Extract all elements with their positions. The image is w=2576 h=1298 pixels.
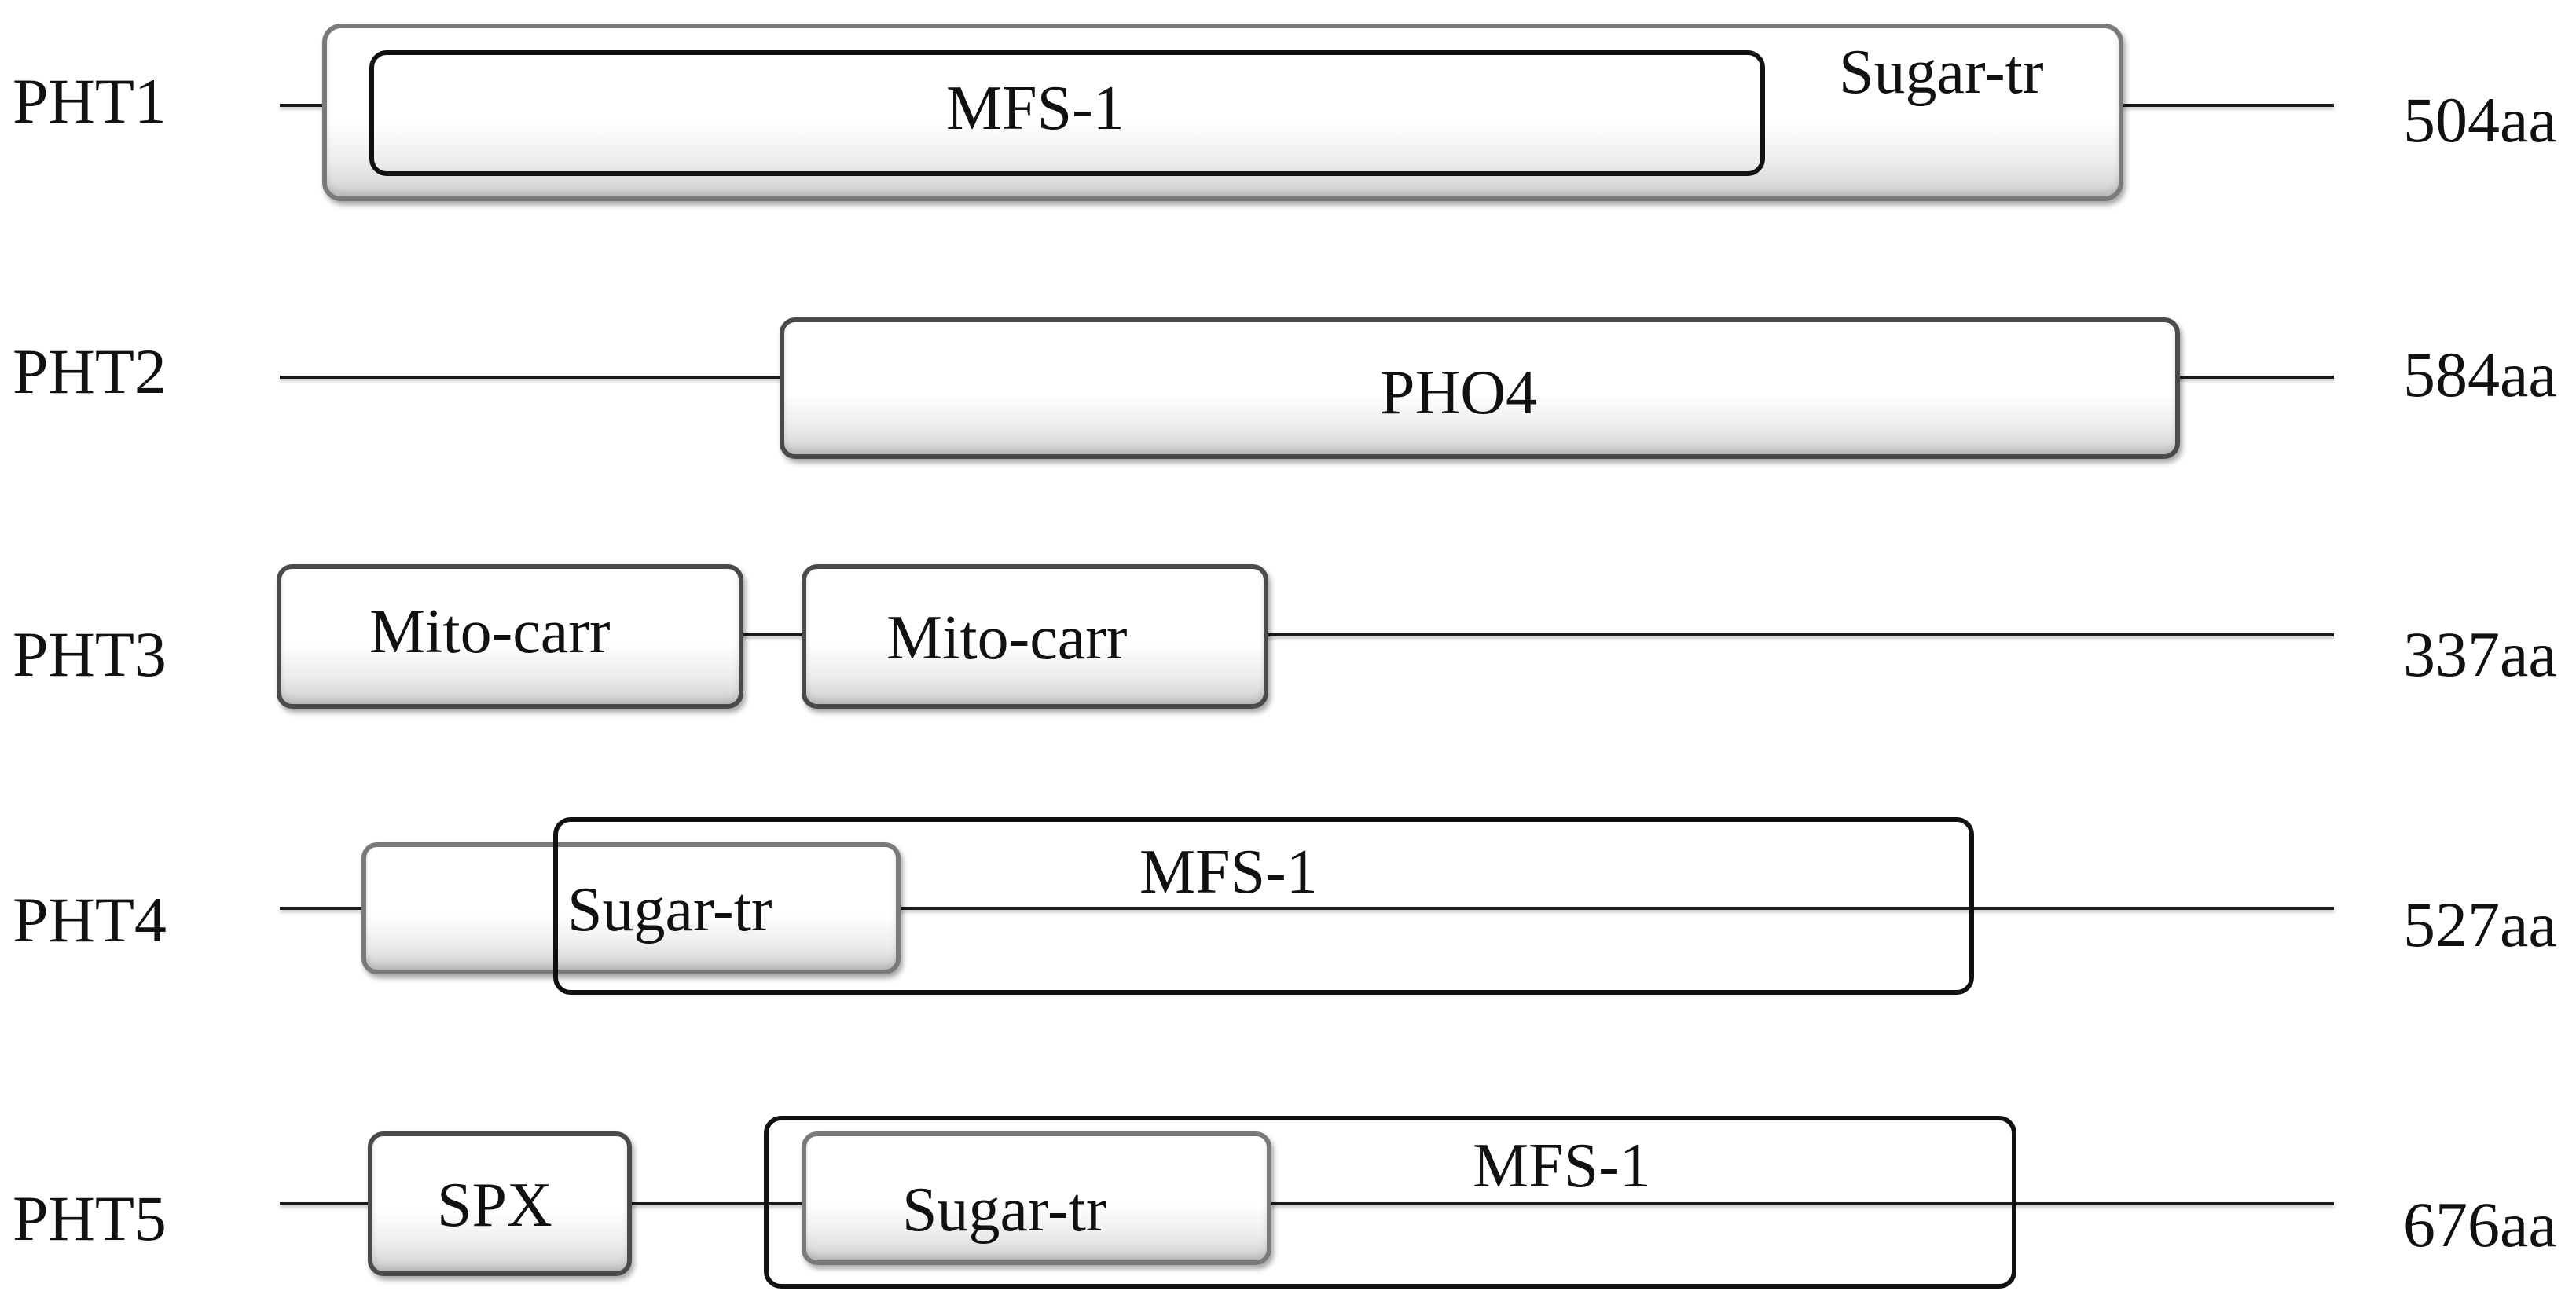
domain-mfs-1 bbox=[369, 50, 1765, 176]
domain-label-pho4: PHO4 bbox=[1380, 358, 1538, 427]
domain-sugar-tr bbox=[802, 1131, 1271, 1265]
domain-mito-carr bbox=[277, 564, 743, 709]
domain-label-sugar-tr: Sugar-tr bbox=[902, 1175, 1107, 1245]
domain-mito-carr bbox=[802, 564, 1268, 709]
domain-label-sugar-tr: Sugar-tr bbox=[567, 875, 772, 944]
domain-label-sugar-tr: Sugar-tr bbox=[1839, 38, 2044, 107]
protein-length: 584aa bbox=[2403, 339, 2557, 410]
domain-spx bbox=[368, 1131, 632, 1276]
domain-mfs-1 bbox=[553, 817, 1974, 995]
protein-name: PHT5 bbox=[13, 1182, 167, 1254]
protein-length: 527aa bbox=[2403, 889, 2557, 960]
protein-name: PHT1 bbox=[13, 65, 167, 137]
domain-label-mfs-1: MFS-1 bbox=[946, 74, 1125, 143]
domain-sugar-tr bbox=[361, 842, 901, 974]
protein-name: PHT3 bbox=[13, 618, 167, 690]
domain-pho4 bbox=[780, 317, 2180, 459]
domain-label-spx: SPX bbox=[437, 1171, 552, 1240]
domain-label-mito-carr: Mito-carr bbox=[886, 603, 1128, 673]
protein-backbone bbox=[280, 1202, 2334, 1205]
domain-label-mito-carr: Mito-carr bbox=[369, 597, 611, 666]
protein-length: 504aa bbox=[2403, 84, 2557, 156]
protein-length: 337aa bbox=[2403, 618, 2557, 690]
protein-name: PHT4 bbox=[13, 884, 167, 955]
protein-name: PHT2 bbox=[13, 336, 167, 407]
protein-backbone bbox=[280, 907, 2334, 910]
domain-label-mfs-1: MFS-1 bbox=[1473, 1131, 1651, 1201]
domain-label-mfs-1: MFS-1 bbox=[1139, 838, 1318, 907]
protein-length: 676aa bbox=[2403, 1189, 2557, 1260]
protein-backbone bbox=[280, 633, 2334, 636]
domain-mfs-1 bbox=[764, 1116, 2016, 1289]
